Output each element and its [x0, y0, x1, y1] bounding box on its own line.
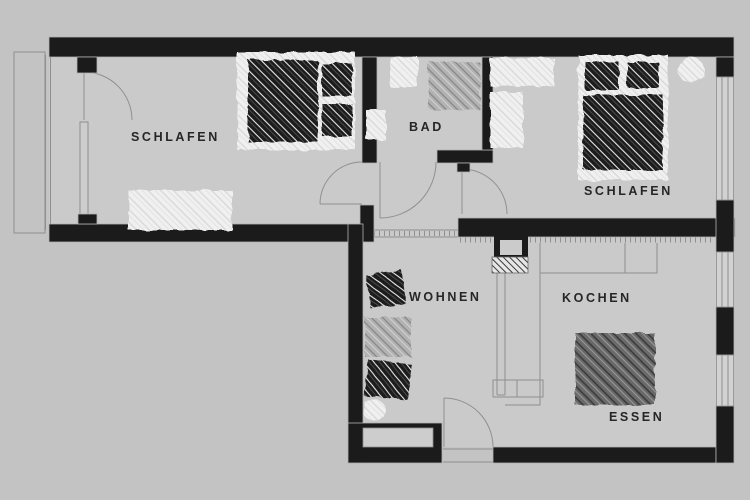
bed-left-pillow-2 — [322, 104, 352, 136]
bedroom-left-door — [319, 161, 363, 205]
room-label-bad: BAD — [409, 120, 444, 134]
wall-right-1 — [715, 56, 735, 78]
wall-right-4 — [715, 405, 735, 464]
bed-right-pillow-1 — [585, 62, 619, 90]
bed-right-pillow-2 — [627, 62, 659, 88]
balcony — [13, 51, 46, 234]
shower — [428, 62, 480, 110]
entry-door — [443, 397, 494, 448]
wall-right-2 — [715, 199, 735, 253]
sink — [366, 110, 386, 140]
wall-bath-bottom — [436, 149, 494, 164]
entry-cabinet — [492, 379, 544, 398]
right-window-mid — [716, 251, 734, 308]
side-table — [365, 317, 411, 357]
room-label-schlafen-left: SCHLAFEN — [131, 130, 220, 144]
kitchen-counter-return — [505, 273, 541, 406]
kitchen-counter — [539, 243, 658, 274]
right-window-top — [716, 76, 734, 201]
chair-top — [365, 269, 407, 309]
room-label-schlafen-right: SCHLAFEN — [584, 184, 673, 198]
bed-left-pillow-1 — [322, 64, 352, 96]
furniture — [128, 52, 704, 421]
wardrobe-right-side — [490, 92, 523, 148]
chimney-pillar — [491, 234, 529, 274]
ceiling-lamp-right — [678, 57, 704, 83]
rug-left — [128, 190, 232, 230]
wall-right-3 — [715, 306, 735, 356]
right-window-bottom — [716, 354, 734, 407]
room-label-essen: ESSEN — [609, 410, 665, 424]
floor-lamp — [363, 399, 385, 421]
bed-left-duvet — [248, 60, 318, 142]
wall-bottom-right — [492, 446, 717, 464]
wall-top — [48, 36, 735, 58]
toilet — [390, 57, 418, 87]
wall-mid — [457, 217, 736, 238]
dining-table — [575, 333, 655, 405]
wardrobe-right-top — [490, 58, 554, 86]
chair-bottom — [364, 359, 412, 401]
bath-door — [379, 161, 437, 219]
room-label-kochen: KOCHEN — [562, 291, 632, 305]
radiator — [79, 121, 89, 219]
bed-right-duvet — [583, 95, 663, 170]
windows — [362, 76, 734, 448]
walls — [48, 36, 736, 464]
bottom-window — [362, 427, 434, 448]
room-label-wohnen: WOHNEN — [409, 290, 482, 304]
